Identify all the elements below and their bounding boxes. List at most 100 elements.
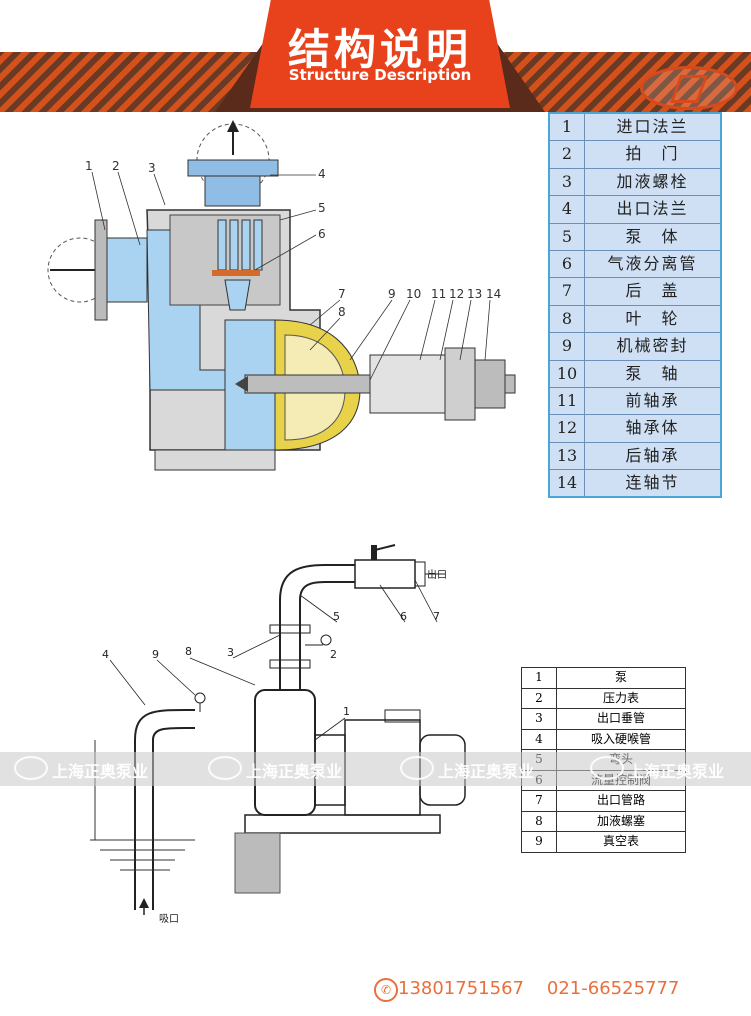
parts-table-1-row-name: 泵 体 bbox=[625, 226, 680, 246]
parts-table-2-row-name: 真空表 bbox=[602, 834, 639, 848]
callout-3: 3 bbox=[148, 161, 156, 175]
parts-table-2-row: 7 出口管路 bbox=[522, 791, 685, 812]
parts-table-2-row-name: 加液螺塞 bbox=[596, 813, 645, 828]
parts-table-2-row-number: 7 bbox=[522, 791, 557, 811]
parts-table-2-row-number: 3 bbox=[522, 709, 557, 729]
watermark-logo-icon bbox=[590, 756, 624, 780]
parts-table-1-row: 5 泵 体 bbox=[550, 223, 720, 251]
page-subtitle: Structure Description bbox=[288, 66, 472, 84]
parts-table-1-row-number: 14 bbox=[550, 470, 585, 497]
parts-table-1-row: 9 机械密封 bbox=[550, 333, 720, 361]
watermark-text: 上海正奥泵业 bbox=[52, 762, 149, 781]
parts-table-1-row-number: 12 bbox=[550, 415, 585, 442]
callout-11: 11 bbox=[431, 287, 446, 301]
parts-table-2-row: 2 压力表 bbox=[522, 688, 685, 709]
parts-table-1-row: 11 前轴承 bbox=[550, 387, 720, 416]
pump-installation-diagram: 1 2 3 4 5 6 7 8 9 出口 吸口 bbox=[90, 544, 466, 925]
parts-table-1-row: 8 叶 轮 bbox=[550, 305, 720, 334]
callout-10: 10 bbox=[406, 287, 421, 301]
callout-5: 5 bbox=[318, 201, 326, 215]
watermark-text: 上海正奥泵业 bbox=[246, 762, 343, 781]
phone-number-2[interactable]: 021-66525777 bbox=[546, 978, 680, 999]
watermark-logo-icon bbox=[14, 756, 48, 780]
callout-1: 1 bbox=[85, 159, 93, 173]
parts-table-1-row-name: 机械密封 bbox=[616, 336, 689, 356]
parts-table-2-row-name: 出口垂管 bbox=[596, 711, 645, 725]
bottom-callout-9: 9 bbox=[152, 648, 159, 661]
parts-table-1-row-name: 泵 轴 bbox=[625, 363, 680, 383]
parts-table-1-row-number: 13 bbox=[550, 442, 585, 470]
callout-4: 4 bbox=[318, 167, 326, 181]
parts-table-2-row-number: 1 bbox=[522, 668, 557, 688]
parts-table-1-row-name: 加液螺栓 bbox=[616, 171, 689, 191]
parts-table-1-row-name: 后轴承 bbox=[625, 445, 680, 465]
parts-table-2-row-name: 吸入硬喉管 bbox=[590, 731, 651, 746]
parts-table-1-row: 2 拍 门 bbox=[550, 141, 720, 169]
bottom-callout-1: 1 bbox=[343, 705, 350, 718]
bottom-callout-4: 4 bbox=[102, 648, 109, 661]
callout-9: 9 bbox=[388, 287, 396, 301]
callout-6: 6 bbox=[318, 227, 326, 241]
bottom-callout-8: 8 bbox=[185, 645, 192, 658]
watermark-logo-icon bbox=[400, 756, 434, 780]
callout-14: 14 bbox=[486, 287, 501, 301]
company-logo-icon bbox=[640, 66, 738, 110]
callout-7: 7 bbox=[338, 287, 346, 301]
parts-table-1-row-number: 9 bbox=[550, 333, 585, 360]
inlet-label: 吸口 bbox=[159, 914, 179, 925]
callout-2: 2 bbox=[112, 159, 120, 173]
bottom-callout-5: 5 bbox=[333, 610, 340, 623]
parts-table-2-row: 3 出口垂管 bbox=[522, 709, 685, 730]
parts-table-1-row-number: 1 bbox=[550, 114, 585, 141]
parts-table-1-row-name: 进口法兰 bbox=[616, 117, 689, 136]
parts-table-2-row-number: 4 bbox=[522, 729, 557, 749]
callout-13: 13 bbox=[467, 287, 482, 301]
parts-table-1-row-number: 5 bbox=[550, 223, 585, 250]
parts-table-1-row-name: 叶 轮 bbox=[625, 308, 680, 328]
parts-table-1-row-name: 连轴节 bbox=[625, 473, 680, 493]
parts-table-2-row-name: 出口管路 bbox=[596, 793, 645, 807]
parts-table-1-row-name: 出口法兰 bbox=[616, 199, 689, 219]
parts-table-1-row-name: 拍 门 bbox=[625, 144, 680, 164]
parts-table-1-row-number: 10 bbox=[550, 360, 585, 387]
footer-contact: ✆ 13801751567 021-66525777 bbox=[374, 976, 680, 1002]
phone-icon: ✆ bbox=[374, 978, 398, 1002]
banner-center: 结构说明 Structure Description bbox=[215, 0, 545, 112]
parts-table-1-row-number: 8 bbox=[550, 305, 585, 333]
parts-table-1-row: 10 泵 轴 bbox=[550, 360, 720, 388]
parts-table-2-row-number: 9 bbox=[522, 832, 557, 852]
parts-table-2-row-number: 2 bbox=[522, 688, 557, 708]
parts-table-1-row-number: 3 bbox=[550, 168, 585, 196]
parts-table-2-row-name: 泵 bbox=[614, 670, 627, 684]
parts-table-1-row-number: 6 bbox=[550, 250, 585, 278]
parts-table-1-row-number: 2 bbox=[550, 141, 585, 168]
parts-table-1-row: 3 加液螺栓 bbox=[550, 168, 720, 197]
parts-table-2-row-name: 压力表 bbox=[602, 690, 639, 705]
parts-table-2-row: 8 加液螺塞 bbox=[522, 811, 685, 832]
bottom-callout-7: 7 bbox=[433, 610, 440, 623]
callout-12: 12 bbox=[449, 287, 464, 301]
parts-table-2-row: 9 真空表 bbox=[522, 832, 685, 852]
phone-number-1[interactable]: 13801751567 bbox=[398, 978, 524, 999]
parts-table-1-row-name: 后 盖 bbox=[625, 281, 680, 301]
parts-table-1-row-number: 7 bbox=[550, 278, 585, 305]
parts-table-1-row-name: 前轴承 bbox=[625, 390, 680, 410]
page-title: 结构说明 bbox=[287, 25, 472, 74]
parts-table-1-row-number: 11 bbox=[550, 387, 585, 415]
header-banner: 结构说明 Structure Description bbox=[0, 0, 751, 112]
watermark-strip bbox=[0, 752, 751, 786]
parts-table-1-row: 1 进口法兰 bbox=[550, 114, 720, 142]
parts-table-1-row: 13 后轴承 bbox=[550, 442, 720, 471]
watermark-logo-icon bbox=[208, 756, 242, 780]
bottom-callout-3: 3 bbox=[227, 646, 234, 659]
parts-table-1-row: 14 连轴节 bbox=[550, 470, 720, 497]
parts-table-1-row-name: 轴承体 bbox=[625, 418, 680, 438]
bottom-callout-6: 6 bbox=[400, 610, 407, 623]
parts-table-2-row-number: 8 bbox=[522, 811, 557, 831]
parts-table-1-row: 12 轴承体 bbox=[550, 415, 720, 443]
watermark-text: 上海正奥泵业 bbox=[628, 762, 725, 781]
parts-table-1-row-name: 气液分离管 bbox=[607, 253, 698, 273]
